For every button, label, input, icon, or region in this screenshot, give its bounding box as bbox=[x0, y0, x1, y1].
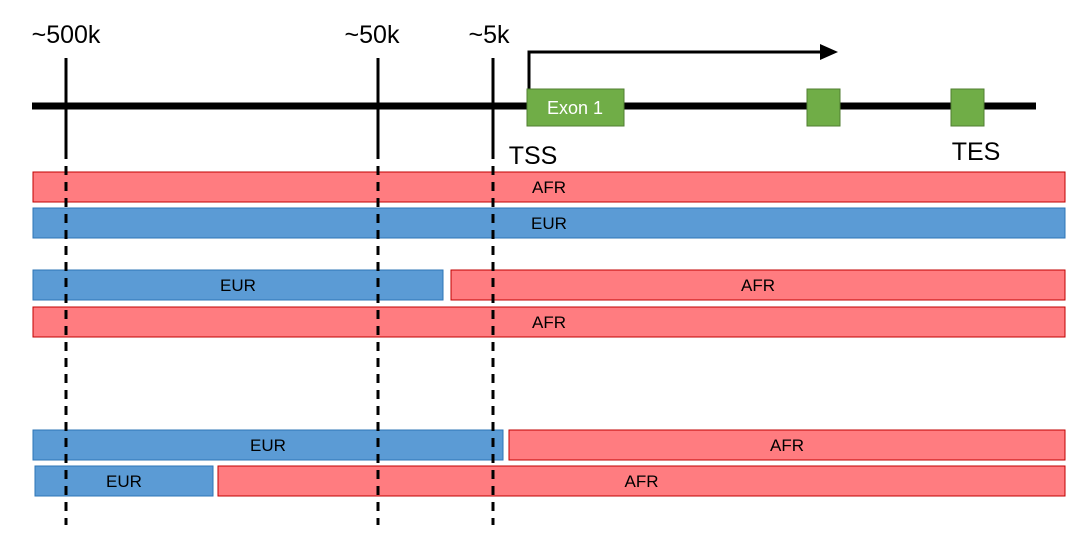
tss-label: TSS bbox=[509, 142, 558, 170]
haplotype-segment-afr bbox=[450, 269, 1066, 301]
haplotype-segment-afr bbox=[32, 306, 1066, 338]
marker-label: ~5k bbox=[468, 21, 510, 49]
haplotype-segment-label: EUR bbox=[106, 472, 142, 491]
arrow-head-icon bbox=[820, 44, 838, 60]
exon-1 bbox=[526, 88, 625, 127]
haplotype-segment-label: EUR bbox=[250, 436, 286, 455]
haplotype-segment-label: EUR bbox=[220, 276, 256, 295]
marker-label: ~500k bbox=[32, 21, 101, 49]
haplotype-segment-label: EUR bbox=[531, 214, 567, 233]
tes-label: TES bbox=[952, 138, 1001, 166]
haplotype-segment-label: AFR bbox=[532, 313, 566, 332]
haplotype-segment-label: AFR bbox=[741, 276, 775, 295]
distance-marker-500k: ~500k bbox=[32, 21, 101, 525]
exon-1-label: Exon 1 bbox=[547, 98, 603, 118]
transcription-arrow bbox=[527, 44, 838, 91]
haplotype-segment-label: AFR bbox=[625, 472, 659, 491]
haplotype-segment-label: AFR bbox=[770, 436, 804, 455]
haplotype-segment-afr bbox=[32, 171, 1066, 203]
haplotype-segment-afr bbox=[508, 429, 1066, 461]
haplotype-segment-eur bbox=[32, 207, 1066, 239]
arrow-line bbox=[527, 50, 822, 91]
marker-label: ~50k bbox=[345, 21, 400, 49]
haplotype-segment-afr bbox=[217, 465, 1066, 497]
distance-marker-50k: ~50k bbox=[345, 21, 400, 525]
distance-marker-5k: ~5k bbox=[468, 21, 510, 525]
haplotype-segment-eur bbox=[32, 429, 504, 461]
haplotype-segment-label: AFR bbox=[532, 178, 566, 197]
haplotype-segment-eur bbox=[32, 269, 444, 301]
exon-2 bbox=[806, 88, 841, 127]
haplotype-bars: AFR EUR EUR AFR AFR EUR AFR EUR AFR bbox=[32, 171, 1066, 497]
exon-3 bbox=[950, 88, 985, 127]
